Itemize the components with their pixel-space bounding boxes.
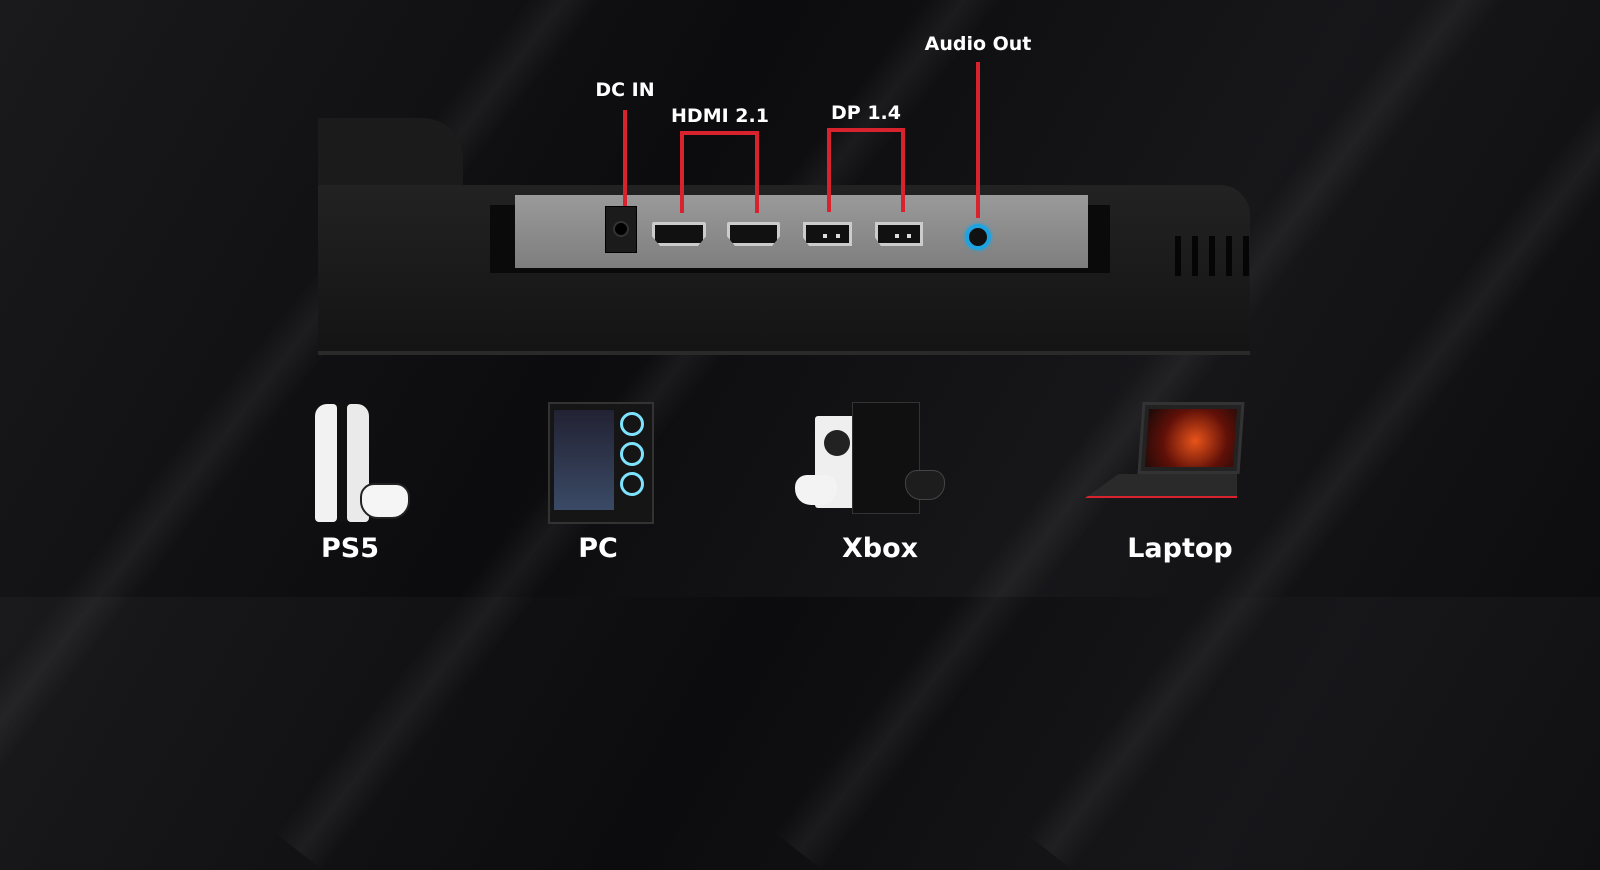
audio-out-jack: [965, 224, 991, 250]
dc-in-label: DC IN: [595, 79, 655, 101]
dp-port-2: [875, 222, 923, 246]
hdmi-label: HDMI 2.1: [671, 105, 769, 127]
audio-out-label: Audio Out: [924, 33, 1032, 55]
hdmi-callout-bracket: [680, 131, 759, 135]
device-label-pc: PC: [578, 533, 618, 564]
dp-callout-leg: [901, 128, 905, 212]
device-label-laptop: Laptop: [1127, 533, 1233, 564]
dc-in-port: [605, 206, 637, 253]
hdmi-port-1: [652, 222, 706, 246]
dp-callout-bracket: [827, 128, 905, 132]
monitor-stand: [318, 118, 463, 193]
device-label-xbox: Xbox: [841, 533, 919, 564]
device-label-ps5: PS5: [320, 533, 380, 564]
dp-port-1: [803, 222, 852, 246]
port-panel: [515, 195, 1088, 268]
dc-in-callout-line: [623, 110, 627, 206]
audio-callout-line: [976, 62, 980, 218]
dp-callout-leg: [827, 128, 831, 212]
hdmi-callout-leg: [680, 131, 684, 213]
dp-label: DP 1.4: [831, 102, 901, 124]
hdmi-port-2: [727, 222, 780, 246]
hdmi-callout-leg: [755, 131, 759, 213]
